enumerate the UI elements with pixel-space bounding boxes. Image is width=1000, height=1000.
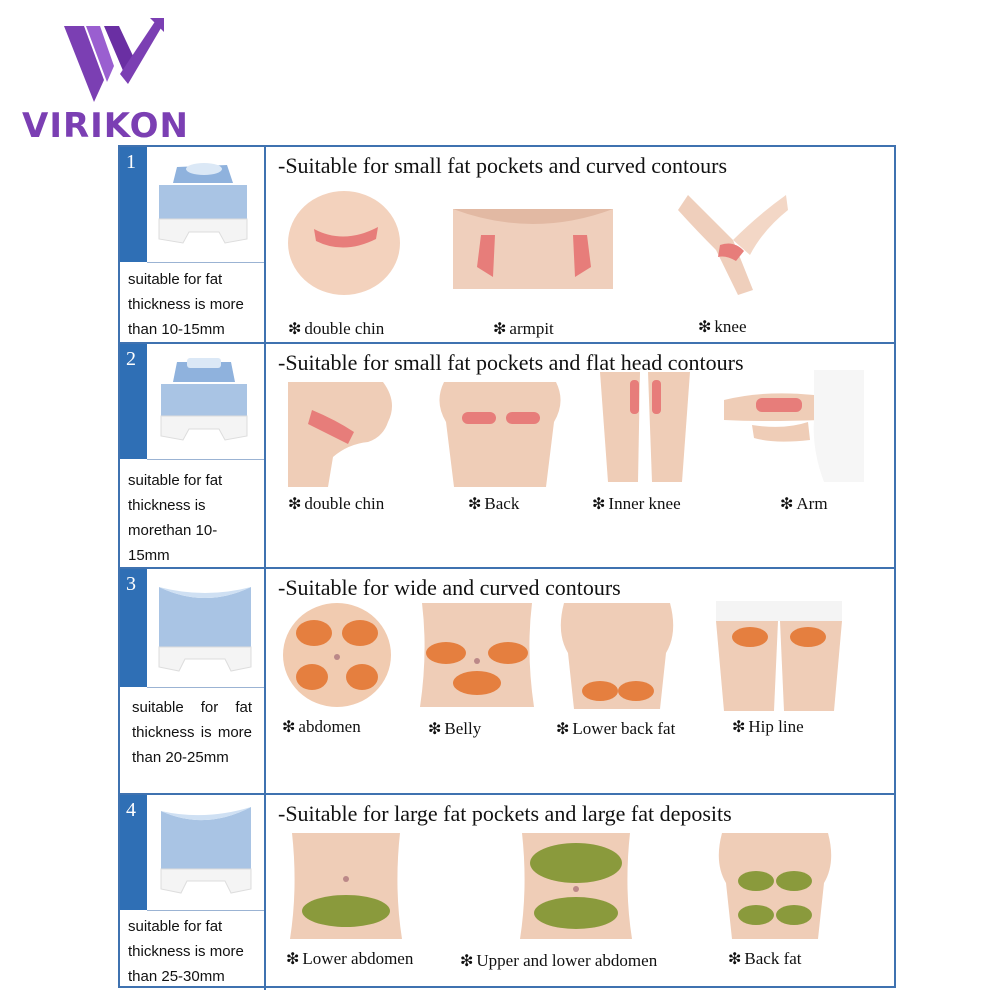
applicator-image [147, 569, 264, 688]
area-label: ❇knee [698, 317, 747, 336]
row-left-cell: 4 suitable for fat thickness is more tha… [120, 795, 266, 990]
applicator-handle-icon [160, 358, 248, 441]
double-chin-side-image [288, 382, 403, 487]
table-row: 4 suitable for fat thickness is more tha… [120, 795, 894, 990]
hip-line-image [716, 601, 842, 711]
snowflake-icon: ❇ [460, 953, 474, 970]
row-heading: -Suitable for small fat pockets and flat… [278, 350, 744, 375]
fat-thickness-text: suitable for fat thickness is morethan 1… [128, 472, 223, 564]
area-label: ❇Hip line [732, 717, 804, 736]
area-label: ❇Lower back fat [556, 719, 676, 738]
row-left-cell: 3 suitable for fat thickness is more tha… [120, 569, 266, 793]
row-number: 4 [126, 799, 136, 821]
row-right-cell: -Suitable for wide and curved contours ❇… [268, 569, 894, 793]
knee-image [678, 195, 788, 295]
applicator-table: 1 suitable for fat thickness is more tha… [118, 145, 896, 990]
area-label: ❇armpit [493, 319, 554, 338]
applicator-handle-icon [158, 587, 252, 672]
applicator-image [147, 147, 264, 263]
area-label: ❇Lower abdomen [286, 949, 414, 968]
area-label: ❇Inner knee [592, 494, 681, 513]
number-band: 1 [120, 147, 147, 262]
brand-logo: VIRIKON [22, 18, 202, 146]
snowflake-icon: ❇ [286, 951, 300, 968]
back-fat-image [718, 833, 832, 939]
snowflake-icon: ❇ [780, 496, 794, 513]
number-band: 4 [120, 795, 147, 910]
row-number: 2 [126, 348, 136, 370]
row-right-cell: -Suitable for small fat pockets and flat… [268, 344, 894, 567]
row-left-cell: 2 suitable for fat thickness is morethan… [120, 344, 266, 567]
snowflake-icon: ❇ [556, 721, 570, 738]
applicator-handle-icon [158, 163, 248, 244]
back-image [439, 382, 561, 487]
applicator-image [147, 795, 264, 911]
area-label: ❇double chin [288, 319, 385, 338]
row-number: 3 [126, 573, 136, 595]
area-label: ❇Belly [428, 719, 482, 738]
row-heading: -Suitable for small fat pockets and curv… [278, 153, 728, 178]
number-band: 3 [120, 569, 147, 687]
snowflake-icon: ❇ [592, 496, 606, 513]
fat-thickness-text: suitable for fat thickness is more than … [128, 271, 244, 338]
number-band: 2 [120, 344, 147, 459]
armpit-image [453, 209, 613, 289]
brand-name: VIRIKON [22, 106, 189, 146]
fat-thickness-text: suitable for fat thickness is more than … [132, 699, 252, 766]
area-label: ❇Arm [780, 494, 828, 513]
area-label: ❇Upper and lower abdomen [460, 951, 658, 970]
row-number: 1 [126, 151, 136, 173]
snowflake-icon: ❇ [282, 719, 296, 736]
table-row: 2 suitable for fat thickness is morethan… [120, 344, 894, 569]
snowflake-icon: ❇ [288, 496, 302, 513]
lower-back-image [560, 603, 674, 709]
snowflake-icon: ❇ [468, 496, 482, 513]
area-label: ❇Back [468, 494, 520, 513]
snowflake-icon: ❇ [288, 321, 302, 338]
area-label: ❇Back fat [728, 949, 802, 968]
table-row: 1 suitable for fat thickness is more tha… [120, 147, 894, 344]
abdomen-image [283, 603, 391, 707]
row-right-cell: -Suitable for small fat pockets and curv… [268, 147, 894, 342]
snowflake-icon: ❇ [428, 721, 442, 738]
row-left-cell: 1 suitable for fat thickness is more tha… [120, 147, 266, 342]
applicator-image [147, 344, 264, 460]
row-right-cell: -Suitable for large fat pockets and larg… [268, 795, 894, 990]
area-label: ❇double chin [288, 494, 385, 513]
snowflake-icon: ❇ [493, 321, 507, 338]
snowflake-icon: ❇ [732, 719, 746, 736]
double-chin-image [288, 191, 400, 295]
applicator-handle-icon [160, 807, 252, 894]
belly-image [420, 603, 534, 707]
lower-abdomen-image [290, 833, 402, 939]
upper-lower-abdomen-image [520, 833, 632, 939]
virikon-logo-icon [64, 18, 164, 102]
inner-knee-image [600, 372, 690, 482]
table-row: 3 suitable for fat thickness is more tha… [120, 569, 894, 795]
area-label: ❇abdomen [282, 717, 361, 736]
row-heading: -Suitable for wide and curved contours [278, 575, 621, 600]
fat-thickness-text: suitable for fat thickness is more than … [128, 918, 244, 985]
snowflake-icon: ❇ [698, 319, 712, 336]
arm-image [724, 370, 864, 482]
row-heading: -Suitable for large fat pockets and larg… [278, 801, 732, 826]
snowflake-icon: ❇ [728, 951, 742, 968]
